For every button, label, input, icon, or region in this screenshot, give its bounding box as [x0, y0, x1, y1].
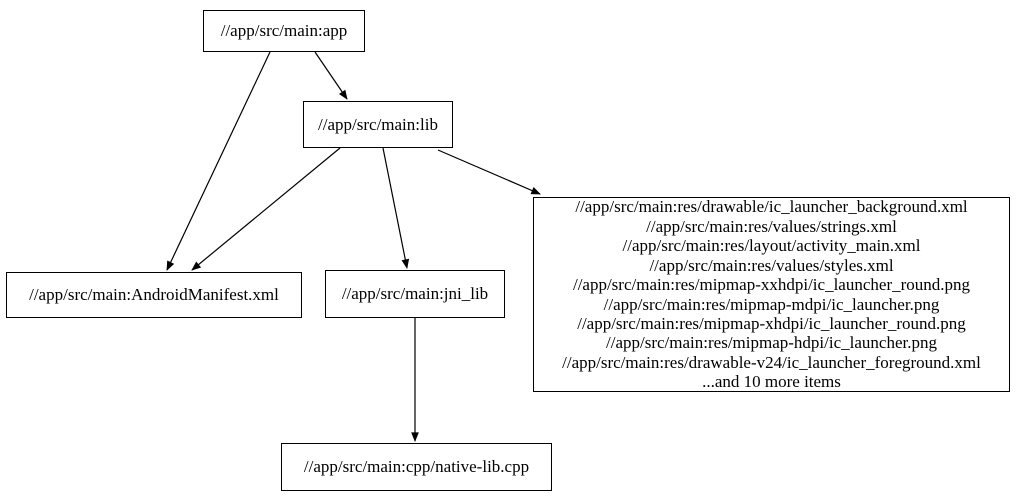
resource-item: //app/src/main:res/mipmap-mdpi/ic_launch… — [603, 294, 940, 314]
node-resources-group: //app/src/main:res/drawable/ic_launcher_… — [533, 197, 1010, 392]
resource-item: //app/src/main:res/mipmap-xhdpi/ic_launc… — [577, 313, 966, 333]
edge-lib-to-manifest — [191, 147, 341, 271]
resource-item: //app/src/main:res/values/styles.xml — [649, 255, 894, 275]
node-lib-label: //app/src/main:lib — [318, 114, 438, 134]
node-app: //app/src/main:app — [203, 10, 365, 52]
node-app-label: //app/src/main:app — [220, 21, 348, 40]
resource-item: //app/src/main:res/values/strings.xml — [646, 216, 897, 236]
resource-item: //app/src/main:res/mipmap-hdpi/ic_launch… — [606, 333, 937, 353]
node-lib: //app/src/main:lib — [303, 101, 453, 148]
edge-lib-to-resources — [437, 149, 541, 195]
node-jni-lib: //app/src/main:jni_lib — [325, 270, 505, 318]
node-native-lib-cpp-label: //app/src/main:cpp/native-lib.cpp — [303, 457, 530, 476]
resource-item: //app/src/main:res/drawable-v24/ic_launc… — [562, 352, 981, 372]
edge-app-to-manifest — [166, 51, 271, 271]
node-android-manifest-label: //app/src/main:AndroidManifest.xml — [29, 285, 279, 304]
edge-app-to-lib — [314, 51, 348, 100]
resource-more-items: ...and 10 more items — [702, 372, 841, 392]
resource-item: //app/src/main:res/mipmap-xxhdpi/ic_laun… — [572, 275, 971, 295]
resource-item: //app/src/main:res/layout/activity_main.… — [622, 236, 921, 256]
edge-lib-to-jni-lib — [382, 147, 410, 269]
resource-item: //app/src/main:res/drawable/ic_launcher_… — [575, 197, 968, 217]
node-jni-lib-label: //app/src/main:jni_lib — [341, 284, 489, 303]
node-native-lib-cpp: //app/src/main:cpp/native-lib.cpp — [281, 443, 552, 491]
node-android-manifest: //app/src/main:AndroidManifest.xml — [6, 272, 302, 318]
